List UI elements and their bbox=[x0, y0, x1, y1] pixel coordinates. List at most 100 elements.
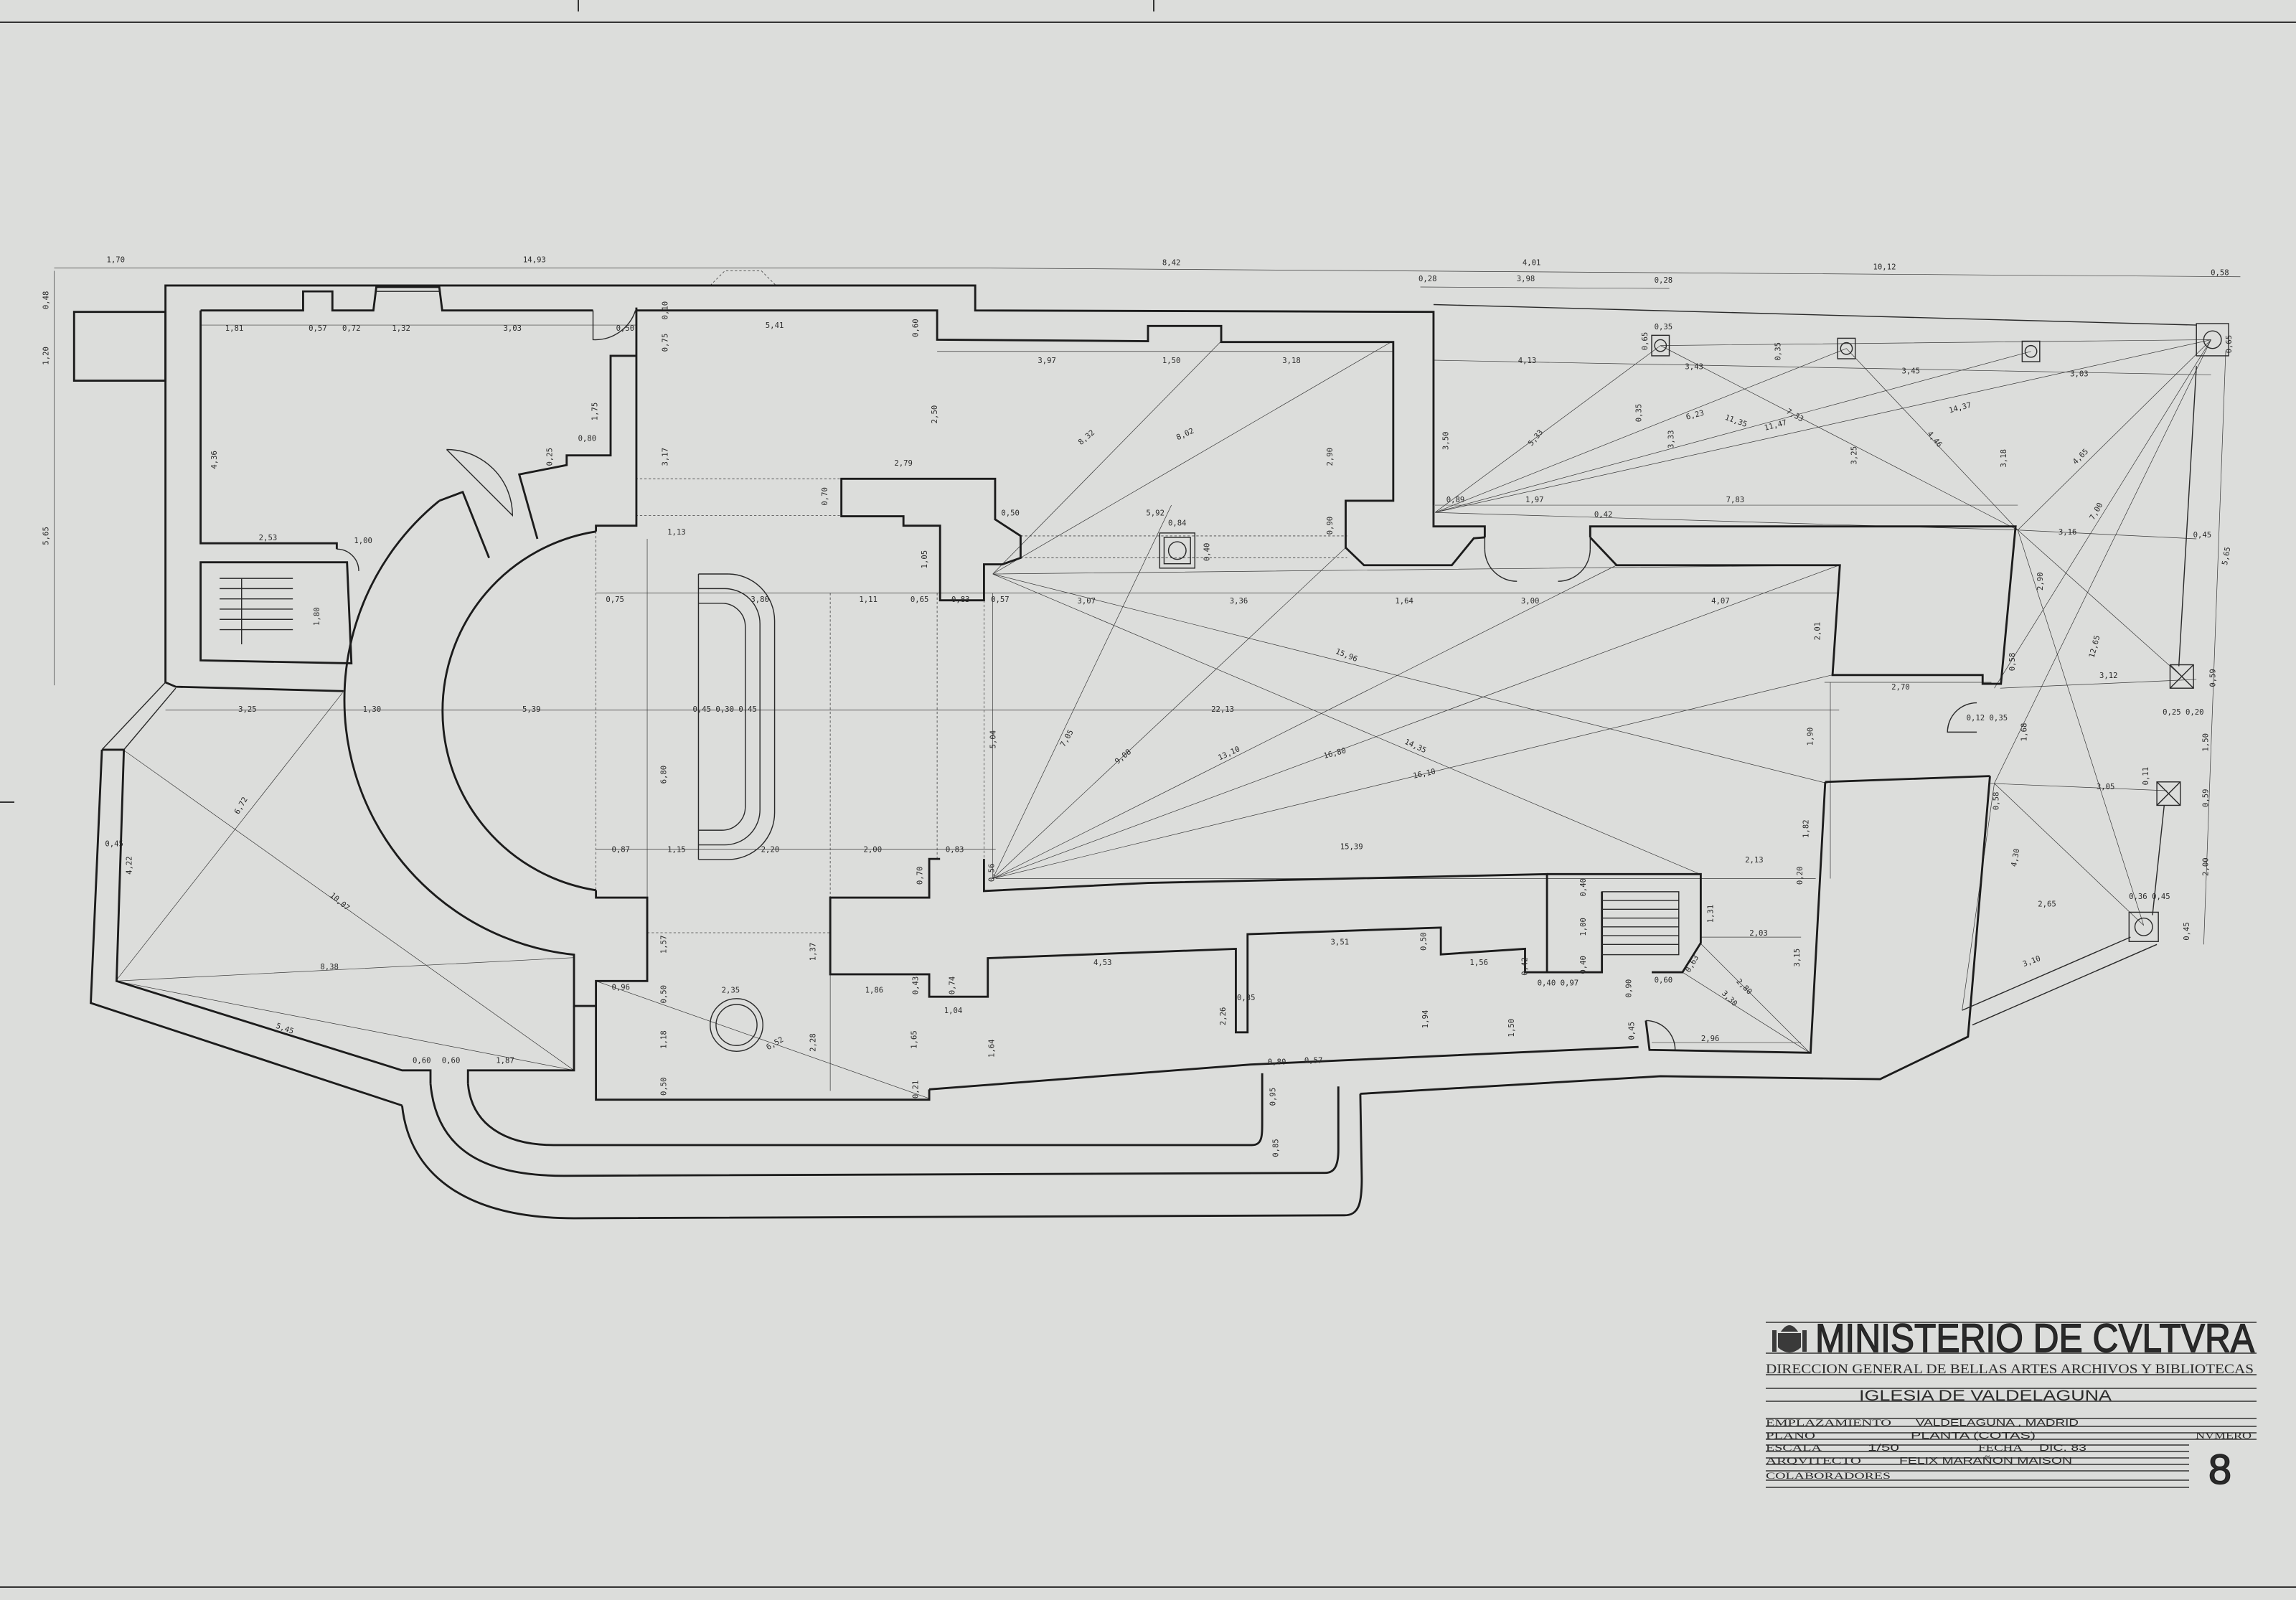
dimension-label: 0,20 bbox=[1795, 867, 1805, 885]
dimension-label: 0,45 0,30 0,45 bbox=[692, 705, 756, 714]
dimension-label: 3,50 bbox=[1441, 431, 1450, 450]
dimension-label: 0,45 bbox=[1627, 1022, 1637, 1040]
dimension-label: 0,95 bbox=[1269, 1088, 1278, 1106]
dimension-label: 1,64 bbox=[987, 1039, 997, 1058]
dimension-label: 0,75 bbox=[661, 334, 670, 352]
dimension-label: 1,50 bbox=[1507, 1019, 1516, 1037]
dimension-label: 5,45 bbox=[275, 1021, 295, 1036]
dimension-label: 7,83 bbox=[1726, 495, 1745, 504]
dimension-label: 2,26 bbox=[1218, 1007, 1228, 1026]
dimension-label: 3,18 bbox=[1999, 449, 2008, 468]
dimension-label: 1,81 bbox=[225, 324, 244, 333]
dimension-label: 0,25 bbox=[545, 448, 554, 466]
dimension-label: 3,25 bbox=[238, 705, 257, 714]
number-label: NVMERO bbox=[2196, 1430, 2252, 1441]
dimension-label: 0,58 bbox=[1992, 792, 2001, 811]
dimension-label: 3,33 bbox=[1667, 430, 1676, 448]
dimension-label: 4,22 bbox=[125, 856, 134, 875]
dimension-label: 0,48 bbox=[41, 291, 50, 310]
dimension-label: 16,80 bbox=[1322, 745, 1347, 761]
dimension-label: 0,65 bbox=[2224, 335, 2234, 354]
dimension-label: 1,37 bbox=[809, 943, 818, 961]
dimension-label: 5,39 bbox=[522, 705, 541, 714]
dimension-label: 0,59 bbox=[2208, 669, 2218, 687]
dimension-label: 13,10 bbox=[1217, 744, 1241, 762]
dimension-label: 3,15 bbox=[1792, 949, 1802, 967]
dimension-label: 2,01 bbox=[1813, 622, 1822, 641]
dimension-label: 1,04 bbox=[944, 1006, 963, 1015]
dimension-label: 11,47 bbox=[1763, 418, 1787, 433]
dimension-label: 8,42 bbox=[1162, 258, 1181, 267]
dimension-label: 3,10 bbox=[2021, 954, 2041, 969]
dimension-label: 7,33 bbox=[1784, 407, 1805, 424]
dimension-label: 2,13 bbox=[1745, 855, 1764, 865]
dimension-label: 0,40 bbox=[1578, 956, 1588, 974]
dimension-label: 0,85 bbox=[1271, 1139, 1281, 1157]
dimension-label: 0,45 bbox=[2182, 922, 2191, 941]
dimension-label: 15,39 bbox=[1340, 842, 1363, 852]
dimension-label: 0,42 bbox=[1594, 509, 1613, 519]
dimension-label: 0,83 bbox=[951, 595, 970, 604]
plan-value: PLANTA (COTAS) bbox=[1911, 1430, 2036, 1441]
dimension-label: 16,10 bbox=[1412, 767, 1436, 781]
architect-value: FELIX MARAÑON MAISON bbox=[1899, 1455, 2072, 1466]
dimension-label: 5,65 bbox=[2220, 546, 2232, 565]
dimension-label: 0,72 bbox=[342, 324, 361, 333]
dimension-label: 2,20 bbox=[761, 845, 780, 855]
dimension-label: 0,65 bbox=[1640, 332, 1650, 351]
dimension-label: 0,43 bbox=[911, 977, 921, 995]
title-block: MINISTERIO DE CVLTVRA DIRECCION GENERAL … bbox=[1766, 1314, 2257, 1494]
dimension-label: 1,13 bbox=[667, 527, 686, 537]
dimension-label: 3,12 bbox=[2099, 671, 2118, 680]
spanish-coat-of-arms-icon bbox=[1772, 1325, 1807, 1352]
directorate-line: DIRECCION GENERAL DE BELLAS ARTES ARCHIV… bbox=[1766, 1362, 2254, 1377]
dimension-label: 0,42 bbox=[1520, 957, 1530, 976]
dimension-label: 0,87 bbox=[612, 845, 631, 855]
dimension-label: 2,53 bbox=[259, 533, 278, 542]
dimension-label: 5,92 bbox=[1146, 508, 1165, 517]
dimension-label: 5,33 bbox=[1526, 428, 1545, 448]
dimension-label: 0,50 bbox=[616, 324, 635, 333]
dimension-label: 0,63 bbox=[1683, 954, 1700, 974]
dimension-label: 3,51 bbox=[1331, 937, 1350, 946]
dimension-label: 3,25 bbox=[1850, 446, 1859, 465]
dimension-label: 12,65 bbox=[2087, 634, 2102, 659]
dimension-label: 3,03 bbox=[503, 324, 522, 333]
dimension-label: 1,97 bbox=[1525, 495, 1544, 504]
dimension-label: 2,03 bbox=[1749, 928, 1768, 938]
dimension-label: 0,35 bbox=[1634, 404, 1644, 423]
dimension-label: 3,98 bbox=[1517, 274, 1535, 283]
dimension-label: 1,50 bbox=[2201, 733, 2211, 752]
dimension-label: 1,90 bbox=[1806, 728, 1815, 746]
date-value: DIC. 83 bbox=[2039, 1442, 2086, 1453]
dimension-label: 1,31 bbox=[1706, 905, 1716, 923]
walls bbox=[72, 284, 2017, 1220]
dimension-label: 6,23 bbox=[1685, 408, 1705, 422]
dimension-label: 1,32 bbox=[392, 324, 410, 333]
dimension-label: 0,59 bbox=[2201, 789, 2211, 807]
dimension-label: 0,50 bbox=[1001, 508, 1020, 517]
overhead-dashed-lines bbox=[596, 270, 1347, 933]
dimension-label: 8,32 bbox=[1076, 428, 1096, 446]
dimension-label: 6,80 bbox=[659, 766, 669, 784]
details bbox=[101, 291, 2197, 1050]
location-label: EMPLAZAMIENTO bbox=[1766, 1417, 1891, 1428]
dimension-label: 3,17 bbox=[661, 448, 670, 466]
dimension-label: 8,38 bbox=[320, 962, 339, 971]
dimension-label: 1,57 bbox=[659, 936, 669, 954]
dimension-label: 0,10 bbox=[661, 301, 670, 320]
dimension-label: 0,57 bbox=[991, 595, 1010, 604]
dimension-label: 0,75 bbox=[606, 595, 624, 604]
dimension-label: 0,12 0,35 bbox=[1967, 713, 2008, 723]
dimension-label: 0,80 bbox=[1268, 1058, 1286, 1067]
dimension-label: 0,50 bbox=[1419, 932, 1429, 951]
title-block-rules bbox=[1766, 1418, 2257, 1488]
dimension-label: 1,68 bbox=[2019, 723, 2028, 742]
dimension-label: 0,45 bbox=[2193, 530, 2212, 540]
dimension-label: 7,05 bbox=[1058, 728, 1076, 749]
dimension-label: 4,01 bbox=[1523, 258, 1541, 267]
church-floor-plan: 1,7014,938,424,0110,120,580,283,980,280,… bbox=[41, 255, 2241, 1220]
dimension-label: 4,07 bbox=[1711, 596, 1730, 606]
